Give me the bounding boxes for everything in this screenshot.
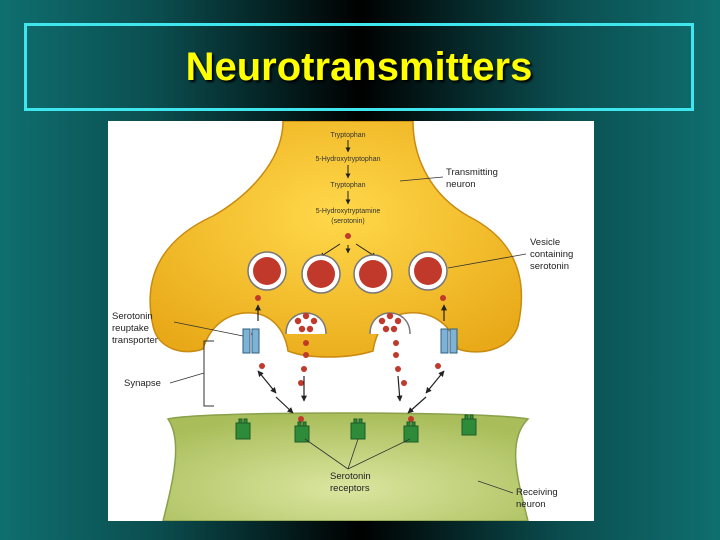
vesicle [353,254,393,294]
pathway-step1: Tryptophan [330,132,365,139]
vesicle [301,254,341,294]
synapse-diagram-svg: Tryptophan 5-Hydroxytryptophan Tryptopha… [112,121,573,521]
slide-title: Neurotransmitters [185,44,533,89]
label-transmitting-1: Transmitting [446,167,498,178]
label-transmitting-2: neuron [446,179,476,190]
vesicle [247,251,287,291]
pathway-step3: Tryptophan [330,182,365,189]
vesicle [408,251,448,291]
pathway-step4: 5-Hydroxytryptamine [316,208,381,215]
synapse-arrows [255,304,447,414]
leader-lines [169,176,527,494]
label-synapse: Synapse [124,378,161,389]
vesicles [247,251,448,294]
fusing-vesicles [285,312,411,335]
synapse-diagram: Tryptophan 5-Hydroxytryptophan Tryptopha… [108,121,594,521]
serotonin-molecule [345,233,351,239]
label-receiving-2: neuron [516,499,546,510]
label-receiving-1: Receiving [516,487,558,498]
label-receptors-2: receptors [330,483,370,494]
reuptake-transporters [242,328,458,354]
transmitting-neuron-body [149,121,523,358]
label-vesicle-2: containing [530,249,573,260]
label-reuptake-2: reuptake [112,323,149,334]
pathway-step2: 5-Hydroxytryptophan [316,156,381,163]
label-reuptake-3: transporter [112,335,158,346]
title-frame: Neurotransmitters [24,23,694,111]
label-vesicle-3: serotonin [530,261,569,272]
serotonin-receptors [235,414,477,443]
pathway-step5: (serotonin) [331,218,364,225]
label-receptors-1: Serotonin [330,471,371,482]
label-vesicle-1: Vesicle [530,237,560,248]
synapse-bracket [203,340,214,407]
label-reuptake-1: Serotonin [112,311,153,322]
